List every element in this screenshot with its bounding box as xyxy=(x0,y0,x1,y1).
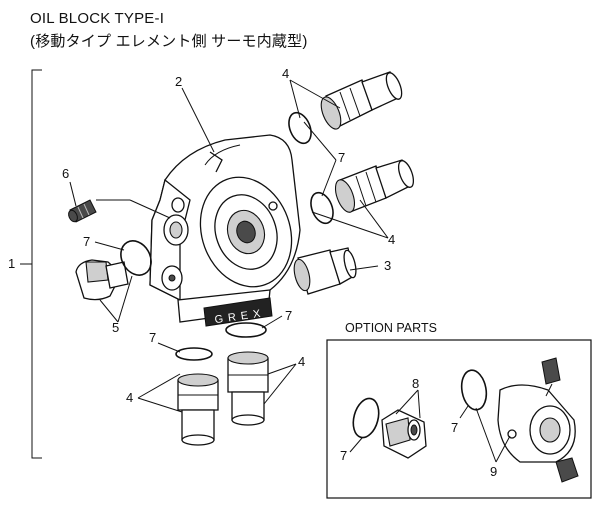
fitting-lower-center xyxy=(227,351,269,426)
option-parts-title: OPTION PARTS xyxy=(345,321,437,335)
callout-7-option-left: 7 xyxy=(340,448,347,463)
callout-7-lower-center: 7 xyxy=(285,308,292,323)
callout-6: 6 xyxy=(62,166,69,181)
plug-fitting xyxy=(293,247,357,295)
o-ring-left xyxy=(120,240,152,276)
fitting-lower-left xyxy=(177,373,219,446)
callout-7-left: 7 xyxy=(83,234,90,249)
callout-7-upper-right: 7 xyxy=(338,150,345,165)
callout-4-lower-left: 4 xyxy=(126,390,133,405)
callout-7-option-right: 7 xyxy=(451,420,458,435)
option-parts-box: OPTION PARTS xyxy=(326,321,592,499)
diagram-subtitle: (移動タイプ エレメント側 サーモ内蔵型) xyxy=(30,33,308,50)
leader-lines xyxy=(69,79,389,413)
option-leader-lines xyxy=(349,389,511,463)
callout-7-lower-left: 7 xyxy=(149,330,156,345)
o-ring-upper-right xyxy=(288,111,312,145)
option-part-9-block xyxy=(497,357,579,483)
callout-3: 3 xyxy=(384,258,391,273)
diagram-title: OIL BLOCK TYPE-I xyxy=(30,10,165,27)
o-ring-option-8 xyxy=(352,397,380,439)
o-ring-option-9 xyxy=(460,369,488,411)
callout-4-middle: 4 xyxy=(388,232,395,247)
callout-1: 1 xyxy=(8,256,15,271)
oil-block-body xyxy=(149,134,301,323)
option-part-8-fitting xyxy=(381,409,427,459)
callout-2: 2 xyxy=(175,74,182,89)
o-ring-lower-center xyxy=(225,322,267,338)
assembly-bracket xyxy=(20,69,42,459)
o-ring-lower-left xyxy=(175,347,213,361)
screw-plug xyxy=(68,199,97,223)
fitting-upper-right xyxy=(320,71,403,130)
fitting-middle-right xyxy=(334,159,415,213)
left-plug-bolt xyxy=(75,259,129,301)
callout-5: 5 xyxy=(112,320,119,335)
callout-4-lower-right: 4 xyxy=(298,354,305,369)
callout-8: 8 xyxy=(412,376,419,391)
callout-9: 9 xyxy=(490,464,497,479)
callout-4-upper: 4 xyxy=(282,66,289,81)
